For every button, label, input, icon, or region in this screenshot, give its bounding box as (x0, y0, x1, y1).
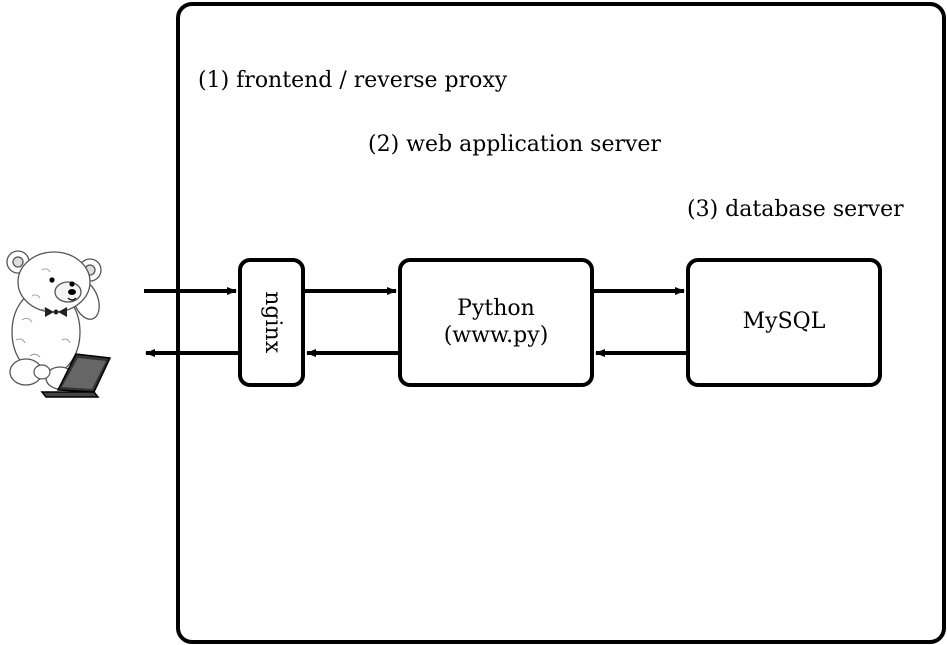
python-label: Python (457, 296, 535, 322)
python-node: Python (www.py) (398, 258, 594, 387)
mysql-node: MySQL (686, 258, 882, 387)
server-boundary-box (176, 2, 946, 644)
tier-label-frontend: (1) frontend / reverse proxy (198, 68, 508, 93)
tier-label-database: (3) database server (687, 197, 904, 222)
mysql-label: MySQL (742, 309, 826, 335)
python-sublabel: (www.py) (443, 322, 549, 348)
teddy-bear-with-laptop-icon (6, 250, 112, 398)
tier-label-webapp: (2) web application server (368, 132, 661, 157)
nginx-node: nginx (238, 258, 305, 387)
